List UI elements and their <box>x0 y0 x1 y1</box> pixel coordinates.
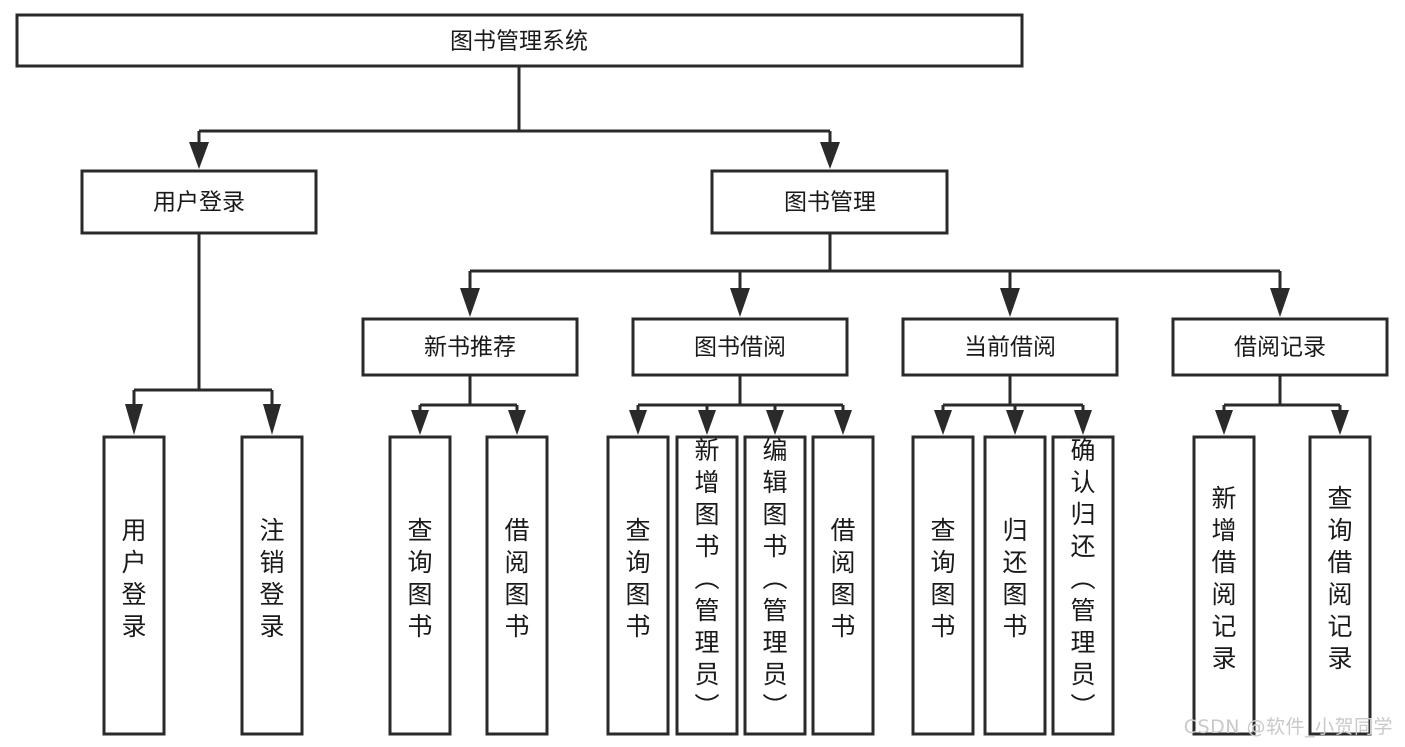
node-book-manage-label: 图书管理 <box>784 190 876 216</box>
node-new-book-recommend-label: 新书推荐 <box>424 335 516 361</box>
node-leaf-add-record[interactable]: 新增借阅记录 <box>1192 435 1256 736</box>
node-leaf-query-book-2-label: 查询图书 <box>625 516 650 641</box>
node-leaf-borrow-book-1-label: 借阅图书 <box>504 516 529 641</box>
arrowhead-leaf-add-record <box>1215 410 1233 435</box>
node-leaf-edit-book-box[interactable] <box>743 435 807 736</box>
node-leaf-user-login-label: 用户登录 <box>121 516 146 641</box>
node-leaf-query-book-3[interactable]: 查询图书 <box>911 435 975 736</box>
node-leaf-confirm-return-label: 确认归还︵管理员︶ <box>1070 436 1095 721</box>
node-leaf-edit-book-label: 编辑图书︵管理员︶ <box>762 436 787 721</box>
node-user-login-label: 用户登录 <box>153 190 245 216</box>
node-leaf-query-book-2-box[interactable] <box>606 435 670 736</box>
node-leaf-borrow-book-1[interactable]: 借阅图书 <box>485 435 549 736</box>
node-book-borrow[interactable]: 图书借阅 <box>631 317 849 377</box>
arrowhead-leaf-confirm-return <box>1074 410 1092 435</box>
arrowhead-borrow-record <box>1270 288 1290 317</box>
node-leaf-logout-login-box[interactable] <box>240 435 304 736</box>
node-root-box[interactable] <box>15 13 1024 68</box>
arrowhead-leaf-logout-login <box>263 404 281 435</box>
node-current-borrow-box[interactable] <box>901 317 1119 377</box>
node-leaf-borrow-book-2-box[interactable] <box>811 435 875 736</box>
node-book-borrow-label: 图书借阅 <box>694 335 786 361</box>
connectors <box>125 66 1349 435</box>
leaf-nodes: 用户登录 注销登录 查询图书 借阅图书 查询图书 新增图书︵管理员︶ <box>102 435 1372 736</box>
arrowhead-leaf-user-login <box>125 404 143 435</box>
node-leaf-borrow-book-1-box[interactable] <box>485 435 549 736</box>
arrowhead-book-borrow <box>730 288 750 317</box>
node-leaf-query-book-1-label: 查询图书 <box>407 516 432 641</box>
arrowhead-new-book <box>460 288 480 317</box>
node-leaf-return-book[interactable]: 归还图书 <box>983 435 1047 736</box>
node-book-manage-box[interactable] <box>710 169 949 235</box>
arrowhead-leaf-query-book-3 <box>934 410 952 435</box>
node-borrow-record-box[interactable] <box>1171 317 1389 377</box>
node-leaf-add-record-label: 新增借阅记录 <box>1211 484 1236 673</box>
node-leaf-confirm-return-box[interactable] <box>1051 435 1115 736</box>
node-root[interactable]: 图书管理系统 <box>15 13 1024 68</box>
node-user-login-box[interactable] <box>80 169 318 235</box>
arrowhead-leaf-borrow-book-2 <box>834 410 852 435</box>
node-leaf-user-login[interactable]: 用户登录 <box>102 435 166 736</box>
node-leaf-query-book-1-box[interactable] <box>388 435 452 736</box>
node-book-manage[interactable]: 图书管理 <box>710 169 949 235</box>
node-leaf-query-book-1[interactable]: 查询图书 <box>388 435 452 736</box>
node-user-login[interactable]: 用户登录 <box>80 169 318 235</box>
node-leaf-query-record[interactable]: 查询借阅记录 <box>1308 435 1372 736</box>
node-leaf-add-book-label: 新增图书︵管理员︶ <box>694 436 719 721</box>
node-leaf-edit-book[interactable]: 编辑图书︵管理员︶ <box>743 435 807 736</box>
node-leaf-query-book-3-label: 查询图书 <box>930 516 955 641</box>
node-current-borrow-label: 当前借阅 <box>964 335 1056 361</box>
node-leaf-borrow-book-2-label: 借阅图书 <box>830 516 855 641</box>
node-book-borrow-box[interactable] <box>631 317 849 377</box>
arrowhead-leaf-query-record <box>1331 410 1349 435</box>
node-leaf-query-book-3-box[interactable] <box>911 435 975 736</box>
node-new-book-recommend[interactable]: 新书推荐 <box>361 317 579 377</box>
arrowhead-leaf-query-book-1 <box>411 410 429 435</box>
node-leaf-query-record-box[interactable] <box>1308 435 1372 736</box>
node-leaf-add-book-box[interactable] <box>675 435 739 736</box>
node-leaf-confirm-return[interactable]: 确认归还︵管理员︶ <box>1051 435 1115 736</box>
node-leaf-query-book-2[interactable]: 查询图书 <box>606 435 670 736</box>
node-leaf-return-book-label: 归还图书 <box>1002 516 1027 641</box>
node-borrow-record-label: 借阅记录 <box>1234 335 1326 361</box>
node-leaf-logout-login[interactable]: 注销登录 <box>240 435 304 736</box>
arrowhead-user-login <box>189 142 209 169</box>
node-leaf-add-book[interactable]: 新增图书︵管理员︶ <box>675 435 739 736</box>
node-leaf-query-record-label: 查询借阅记录 <box>1327 484 1352 673</box>
node-leaf-return-book-box[interactable] <box>983 435 1047 736</box>
node-leaf-add-record-box[interactable] <box>1192 435 1256 736</box>
node-leaf-logout-login-label: 注销登录 <box>259 516 284 641</box>
node-new-book-recommend-box[interactable] <box>361 317 579 377</box>
arrowhead-leaf-add-book <box>698 410 716 435</box>
arrowhead-leaf-edit-book <box>766 410 784 435</box>
node-leaf-borrow-book-2[interactable]: 借阅图书 <box>811 435 875 736</box>
arrowhead-current-borrow <box>1000 288 1020 317</box>
arrowhead-book-manage <box>820 142 840 169</box>
arrowhead-leaf-query-book-2 <box>629 410 647 435</box>
node-leaf-user-login-box[interactable] <box>102 435 166 736</box>
arrowhead-leaf-borrow-book-1 <box>508 410 526 435</box>
node-current-borrow[interactable]: 当前借阅 <box>901 317 1119 377</box>
node-borrow-record[interactable]: 借阅记录 <box>1171 317 1389 377</box>
arrowhead-leaf-return-book <box>1006 410 1024 435</box>
node-root-label: 图书管理系统 <box>450 29 588 55</box>
